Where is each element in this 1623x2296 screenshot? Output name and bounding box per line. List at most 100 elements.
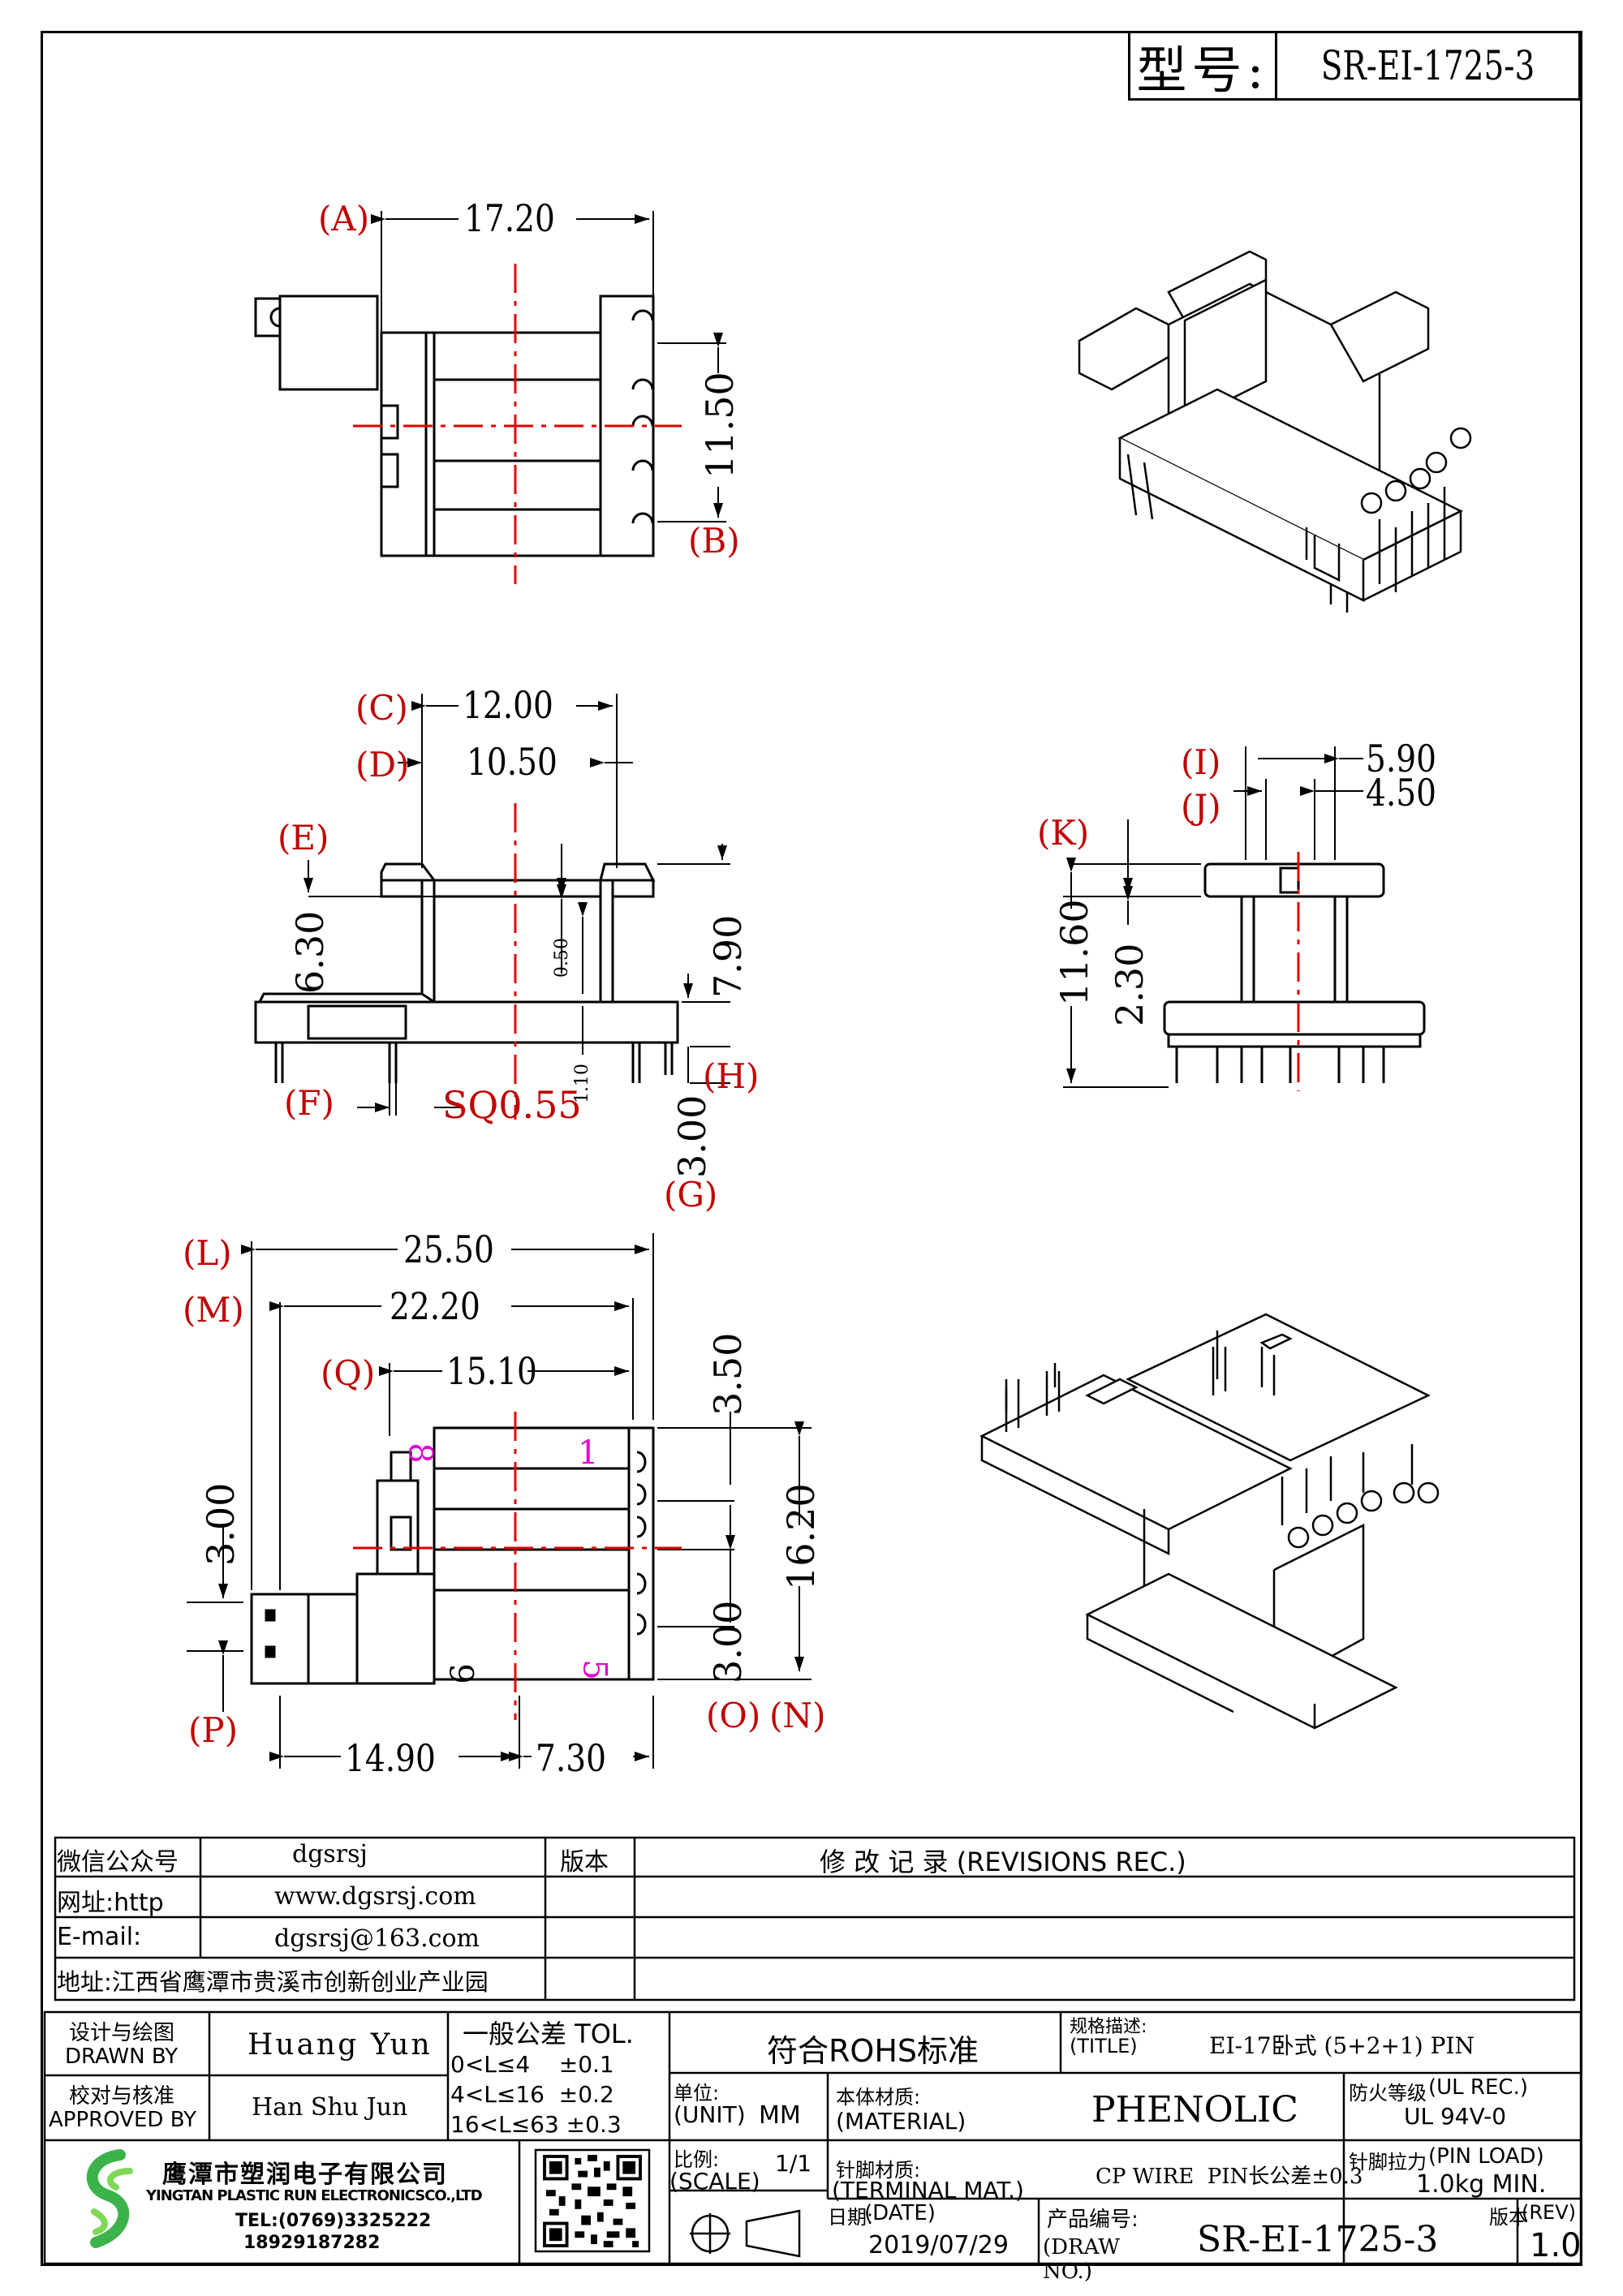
pin-label-5: 5 <box>575 1659 613 1680</box>
dim-c: 12.00 <box>463 683 553 727</box>
dim-e: 6.30 <box>288 910 332 994</box>
rev-cn: 版本 <box>1489 2206 1528 2229</box>
company-logo <box>86 2149 133 2248</box>
scale-value: 1/1 <box>775 2150 812 2177</box>
wechat-value: dgsrsj <box>292 1840 368 1868</box>
isometric-view-top <box>1078 250 1472 613</box>
company-name: 鹰潭市塑润电子有限公司 <box>162 2161 448 2189</box>
approved-cn: 校对与核准 <box>69 2084 175 2109</box>
dim-i: 5.90 <box>1366 737 1437 780</box>
unit-value: MM <box>759 2101 801 2130</box>
drawing-frame <box>41 31 1582 2266</box>
dim-b: 11.50 <box>698 372 742 479</box>
approved-en: APPROVED BY <box>49 2108 197 2132</box>
dim-k: 11.60 <box>1053 899 1096 1006</box>
rev-value: 1.0 <box>1530 2227 1582 2264</box>
ref-l: (L) <box>183 1233 232 1273</box>
top-view <box>254 211 726 557</box>
date-cn: 日期: <box>828 2206 874 2229</box>
drawno-value: SR-EI-1725-3 <box>1197 2219 1439 2260</box>
ref-d: (D) <box>355 745 410 785</box>
dim-23: 2.30 <box>1108 943 1152 1026</box>
material-en: (MATERIAL) <box>836 2108 966 2135</box>
ul-cn: 防火等级 <box>1349 2082 1427 2105</box>
wechat-label: 微信公众号 <box>57 1848 179 1877</box>
dim-thin: 0.50 <box>552 938 572 978</box>
pinload-en: (PIN LOAD) <box>1428 2144 1544 2169</box>
company-mobile: 18929187282 <box>243 2233 381 2253</box>
dim-j: 4.50 <box>1366 771 1437 815</box>
revisions-label: 修 改 记 录 (REVISIONS REC.) <box>820 1847 1186 1877</box>
ref-a: (A) <box>318 199 370 239</box>
dim-g: 3.00 <box>670 1094 714 1178</box>
rev-en: (REV) <box>1522 2201 1576 2224</box>
dim-q: 15.10 <box>446 1349 537 1393</box>
tolerance-row-1: 0<L≤4 ±0.1 <box>450 2051 614 2078</box>
tolerance-title: 一般公差 TOL. <box>463 2019 634 2049</box>
date-en: (DATE) <box>864 2201 936 2225</box>
ref-h: (H) <box>703 1056 760 1096</box>
ref-p: (P) <box>188 1710 239 1750</box>
ref-g: (G) <box>664 1175 718 1215</box>
scale-cn: 比例: <box>674 2148 720 2171</box>
ref-e: (E) <box>278 818 329 858</box>
dim-730: 7.30 <box>536 1736 607 1780</box>
model-value: SR-EI-1725-3 <box>1320 42 1535 89</box>
qr-code-icon <box>543 2155 642 2247</box>
terminal-en: (TERMINAL MAT.) <box>832 2177 1024 2204</box>
url-label: 网址:http <box>57 1889 164 1917</box>
pin-label-1: 1 <box>578 1434 599 1472</box>
center-lines <box>353 264 1300 1720</box>
ul-value: UL 94V-0 <box>1404 2103 1507 2130</box>
dim-f-sq: SQ0.55 <box>442 1083 582 1127</box>
title-en: (TITLE) <box>1070 2035 1138 2057</box>
terminal-cn: 针脚材质: <box>836 2159 921 2182</box>
drawno-en: (DRAW NO.) <box>1043 2235 1121 2284</box>
approved-value: Han Shu Jun <box>252 2093 408 2122</box>
terminal-value: CP WIRE PIN长公差±0.3 <box>1096 2165 1363 2189</box>
ref-n: (N) <box>769 1696 826 1735</box>
tolerance-row-2: 4<L≤16 ±0.2 <box>450 2081 614 2108</box>
drawn-cn: 设计与绘图 <box>69 2021 175 2045</box>
dim-d: 10.50 <box>467 740 558 784</box>
company-name-en: YINGTAN PLASTIC RUN ELECTRONICSCO.,LTD <box>146 2187 483 2204</box>
ref-q: (Q) <box>321 1353 376 1393</box>
dim-1620: 16.20 <box>779 1483 823 1590</box>
bottom-view <box>187 1233 812 1769</box>
pinload-cn: 针脚拉力 <box>1349 2151 1427 2173</box>
ref-j: (J) <box>1181 787 1221 827</box>
dim-350: 3.50 <box>706 1332 750 1416</box>
title-value: EI-17卧式 (5+2+1) PIN <box>1209 2032 1475 2059</box>
rohs-statement: 符合ROHS标准 <box>767 2033 979 2069</box>
material-value: PHENOLIC <box>1091 2089 1298 2130</box>
email-value[interactable]: dgsrsj@163.com <box>274 1924 480 1953</box>
side-view <box>1063 746 1426 1088</box>
drawn-value: Huang Yun <box>248 2028 433 2062</box>
ref-k: (K) <box>1037 813 1090 853</box>
dim-79: 7.90 <box>706 914 750 998</box>
date-value: 2019/07/29 <box>868 2231 1009 2259</box>
title-block-lines <box>43 1836 1582 2265</box>
ref-i: (I) <box>1181 742 1221 782</box>
title-cn: 规格描述: <box>1070 2017 1147 2037</box>
version-label: 版本 <box>560 1848 609 1877</box>
ul-en: (UL REC.) <box>1428 2075 1528 2100</box>
pin-label-8: 8 <box>401 1443 439 1464</box>
dim-1490: 14.90 <box>345 1736 436 1780</box>
drawno-cn: 产品编号: <box>1047 2208 1139 2232</box>
ref-c: (C) <box>355 688 408 728</box>
pinload-value: 1.0kg MIN. <box>1416 2170 1547 2199</box>
ref-o: (O) <box>706 1696 761 1735</box>
dim-300b: 3.00 <box>706 1600 750 1683</box>
dim-300a: 3.00 <box>199 1482 243 1566</box>
dim-l: 25.50 <box>403 1228 494 1271</box>
address: 地址:江西省鹰潭市贵溪市创新创业产业园 <box>57 1968 489 1996</box>
url-value[interactable]: www.dgsrsj.com <box>274 1882 476 1911</box>
dim-m: 22.20 <box>390 1284 480 1328</box>
model-label: 型号: <box>1130 33 1277 100</box>
material-cn: 本体材质: <box>836 2086 921 2109</box>
dim-a: 17.20 <box>464 196 555 240</box>
ref-m: (M) <box>183 1290 244 1330</box>
tolerance-row-3: 16<L≤63 ±0.3 <box>450 2111 622 2138</box>
